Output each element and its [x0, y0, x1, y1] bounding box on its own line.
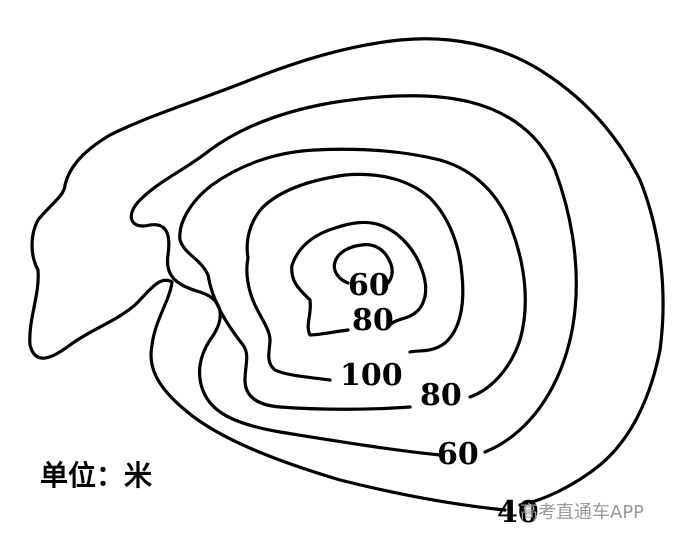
contour-line-80-inner [290, 220, 428, 337]
contour-label-outer-40: 40 [497, 495, 539, 530]
contour-line-60-inner [332, 243, 394, 285]
watermark-text: 高考直通车APP [520, 502, 644, 523]
contour-label-outer-60: 60 [437, 437, 479, 472]
contour-label-100: 100 [340, 358, 403, 393]
contour-label-middle-80: 80 [420, 378, 462, 413]
unit-label: 单位：米 [40, 459, 152, 492]
contour-line-100 [245, 172, 465, 382]
contour-line-60-outer [129, 94, 578, 457]
contour-label-inner-80: 80 [352, 303, 394, 338]
contour-label-inner-60: 60 [348, 268, 390, 303]
contour-line-outer-40 [28, 37, 665, 512]
contour-line-80-middle [178, 147, 527, 411]
